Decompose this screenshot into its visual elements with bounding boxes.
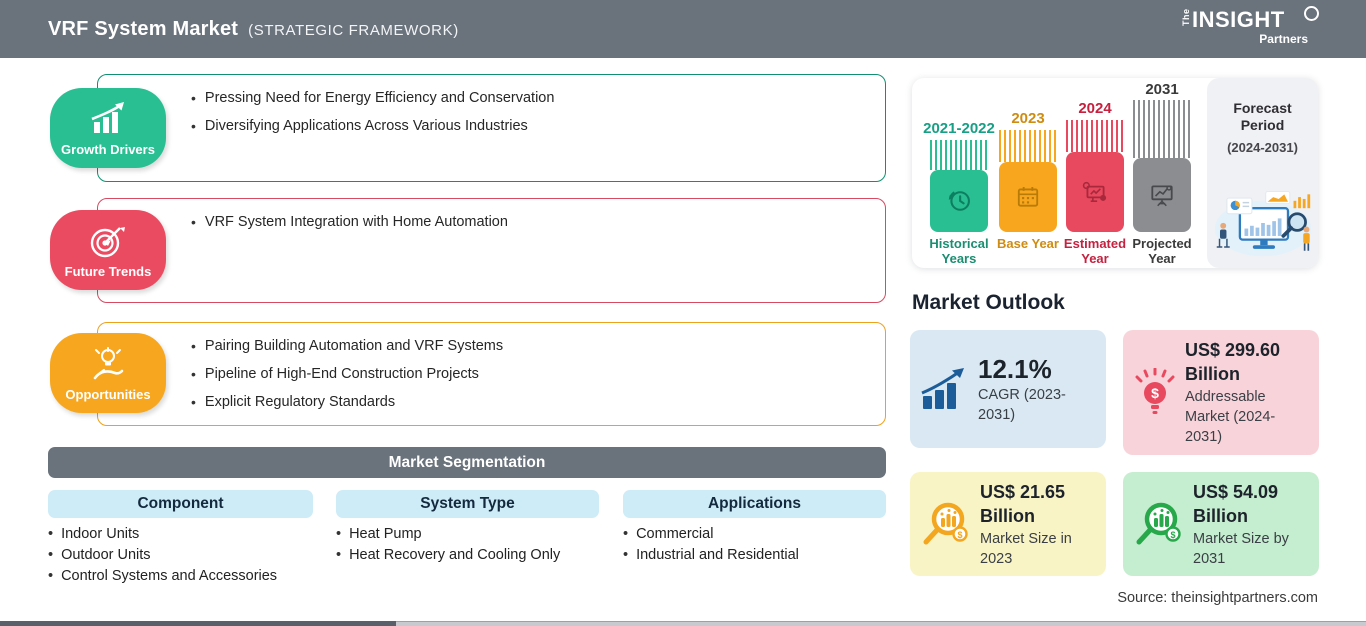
monitor-analysis-icon <box>1082 181 1107 202</box>
clock-history-icon <box>948 191 970 211</box>
analytics-illustration <box>1214 191 1311 257</box>
segment-header-label: Component <box>137 495 224 512</box>
component-list: Indoor Units Outdoor Units Control Syste… <box>48 524 277 587</box>
timeline-caption: Historical Years <box>929 236 989 266</box>
list-item: Commercial <box>623 524 799 545</box>
cagr-card: 12.1% CAGR (2023-2031) <box>910 330 1106 448</box>
logo-partners-text: Partners <box>1259 32 1308 46</box>
header-title-wrap: VRF System Market (STRATEGIC FRAMEWORK) <box>48 18 459 41</box>
list-item: Heat Recovery and Cooling Only <box>336 545 560 566</box>
cagr-value: 12.1% <box>978 353 1052 384</box>
bar-stripes <box>1066 120 1124 152</box>
cagr-label: CAGR (2023-2031) <box>978 386 1066 423</box>
svg-text:$: $ <box>1151 385 1159 401</box>
page-title: VRF System Market <box>48 17 239 40</box>
source-attribution: Source: theinsightpartners.com <box>1117 590 1318 606</box>
market-segmentation-bar: Market Segmentation <box>48 447 886 478</box>
market-outlook-title: Market Outlook <box>912 291 1065 314</box>
timeline-caption: Projected Year <box>1132 236 1192 266</box>
logo-the-text: The <box>1181 8 1191 26</box>
logo-insight-text: INSIGHT <box>1192 7 1285 32</box>
addressable-market-card: $ US$ 299.60 Billion Addressable Market … <box>1123 330 1319 455</box>
segment-header-label: System Type <box>420 495 515 512</box>
list-item: Industrial and Residential <box>623 545 799 566</box>
dollar-bulb-icon: $ <box>1135 367 1175 414</box>
growth-driver-item: Pressing Need for Energy Efficiency and … <box>191 89 865 107</box>
list-item: Indoor Units <box>48 524 277 545</box>
future-trends-box: VRF System Integration with Home Automat… <box>97 198 886 303</box>
svg-text:$: $ <box>957 530 962 540</box>
opportunity-item: Pairing Building Automation and VRF Syst… <box>191 337 865 355</box>
forecast-period-title: Forecast Period <box>1233 100 1292 133</box>
bar-chart-rising-icon <box>91 102 124 133</box>
header-bar: VRF System Market (STRATEGIC FRAMEWORK) … <box>0 0 1366 58</box>
market-size-2031-card: $ US$ 54.09 Billion Market Size by 2031 <box>1123 472 1319 576</box>
badge-label: Opportunities <box>65 387 151 402</box>
timeline-year: 2024 <box>1078 100 1112 117</box>
market-size-2023-value: US$ 21.65 Billion <box>980 481 1066 526</box>
forecast-period-range: (2024-2031) <box>1227 140 1298 155</box>
hand-lightbulb-icon <box>93 347 124 380</box>
timeline-year: 2021-2022 <box>923 120 995 137</box>
bottom-strip-right <box>396 621 1366 626</box>
magnifier-chart-orange-icon: $ <box>923 502 968 545</box>
segment-header-component: Component <box>48 490 313 518</box>
segment-header-label: Applications <box>707 495 801 512</box>
opportunity-item: Pipeline of High-End Construction Projec… <box>191 365 865 383</box>
timeline-year: 2023 <box>1011 110 1045 127</box>
bar-solid <box>930 170 988 232</box>
magnifier-lens-icon <box>1304 6 1319 21</box>
system-type-list: Heat Pump Heat Recovery and Cooling Only <box>336 524 560 566</box>
market-size-2023-label: Market Size in 2023 <box>980 530 1072 567</box>
future-trend-item: VRF System Integration with Home Automat… <box>191 213 865 231</box>
forecast-period-panel: Forecast Period (2024-2031) <box>1207 78 1318 268</box>
market-size-2023-card: $ US$ 21.65 Billion Market Size in 2023 <box>910 472 1106 576</box>
timeline-card: 2021-2022 Historical Years 2023 <box>912 78 1318 268</box>
bottom-strip-left <box>0 621 396 626</box>
market-segmentation-title: Market Segmentation <box>388 453 546 471</box>
page-subtitle: (STRATEGIC FRAMEWORK) <box>248 21 459 39</box>
opportunity-item: Explicit Regulatory Standards <box>191 393 865 411</box>
badge-label: Growth Drivers <box>61 142 155 157</box>
magnifier-chart-green-icon: $ <box>1136 502 1181 545</box>
bar-solid <box>999 162 1057 232</box>
market-size-2031-label: Market Size by 2031 <box>1193 530 1289 567</box>
bar-stripes <box>930 140 988 170</box>
list-item: Control Systems and Accessories <box>48 566 277 587</box>
growth-driver-item: Diversifying Applications Across Various… <box>191 117 865 135</box>
opportunities-box: Pairing Building Automation and VRF Syst… <box>97 322 886 426</box>
bar-stripes <box>999 130 1057 162</box>
applications-list: Commercial Industrial and Residential <box>623 524 799 566</box>
insight-partners-logo: The INSIGHT Partners <box>1180 6 1319 51</box>
bar-solid <box>1133 158 1191 232</box>
presentation-chart-icon <box>1151 185 1173 207</box>
timeline-caption: Base Year <box>997 236 1059 251</box>
growth-drivers-badge: Growth Drivers <box>50 88 166 168</box>
segment-header-applications: Applications <box>623 490 886 518</box>
list-item: Outdoor Units <box>48 545 277 566</box>
bottom-edge-strip <box>0 621 1366 626</box>
list-item: Heat Pump <box>336 524 560 545</box>
bar-stripes <box>1133 100 1191 158</box>
addressable-market-value: US$ 299.60 Billion <box>1185 340 1281 384</box>
target-dart-icon <box>90 227 125 258</box>
growth-chart-icon <box>921 368 964 409</box>
svg-text:$: $ <box>1170 530 1175 540</box>
growth-drivers-box: Pressing Need for Energy Efficiency and … <box>97 74 886 182</box>
future-trends-badge: Future Trends <box>50 210 166 290</box>
segment-header-system-type: System Type <box>336 490 599 518</box>
logo-row: The INSIGHT <box>1180 7 1310 32</box>
opportunities-badge: Opportunities <box>50 333 166 413</box>
badge-label: Future Trends <box>64 264 152 279</box>
calendar-icon <box>1017 187 1039 207</box>
timeline-year: 2031 <box>1145 81 1179 98</box>
market-size-2031-value: US$ 54.09 Billion <box>1193 481 1279 526</box>
bar-solid <box>1066 152 1124 232</box>
addressable-market-label: Addressable Market (2024-2031) <box>1185 389 1276 445</box>
timeline-caption: Estimated Year <box>1063 236 1127 266</box>
